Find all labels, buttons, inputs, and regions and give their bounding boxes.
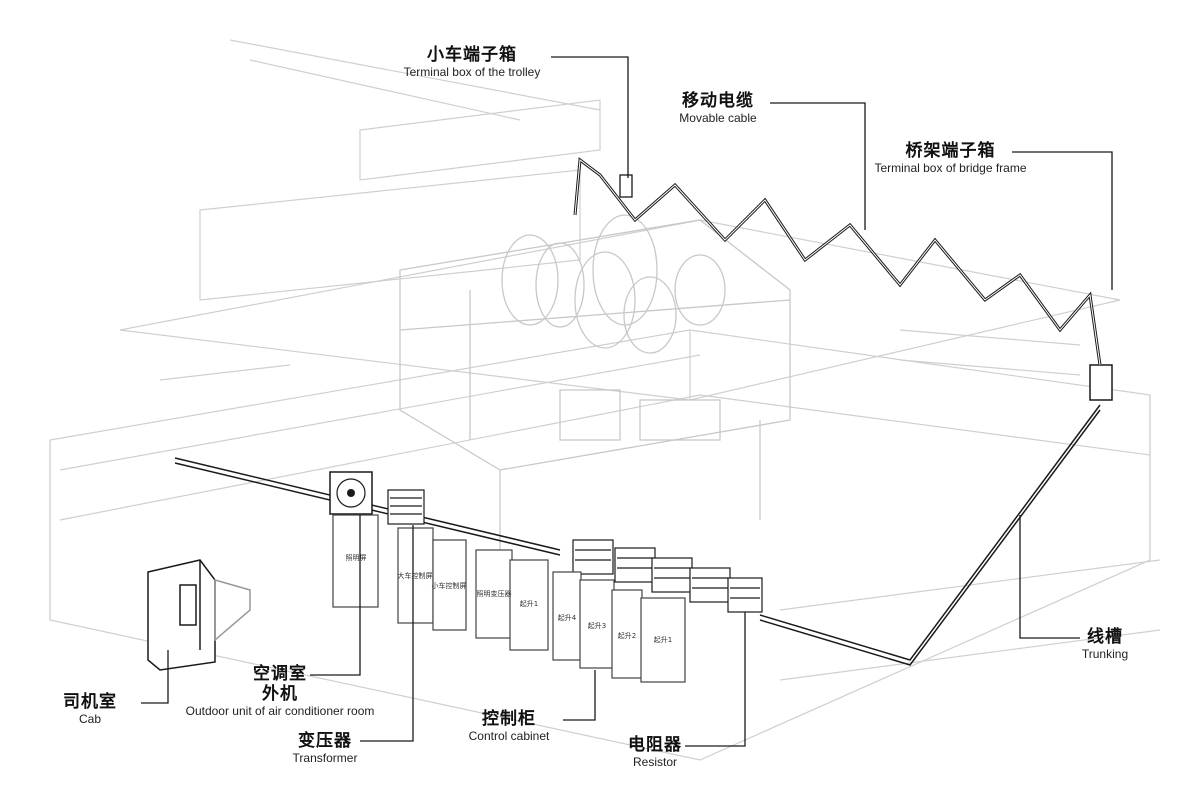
ac-outdoor-unit [329, 471, 373, 515]
label-movable-cable: 移动电缆 Movable cable [668, 91, 768, 126]
cabinet-label-3: 小车控制屏 [432, 581, 467, 590]
bridge-terminal-box [1089, 364, 1113, 401]
label-zh: 电阻器 [628, 735, 682, 755]
resistor-group [572, 539, 763, 613]
label-en: Outdoor unit of air conditioner room [185, 704, 375, 718]
label-control-cabinet: 控制柜 Control cabinet [454, 709, 564, 744]
cabinet-label-8: 起升2 [618, 631, 636, 640]
label-en: Resistor [632, 755, 677, 769]
label-en: Terminal box of bridge frame [874, 161, 1027, 175]
label-bridge-terminal-box: 桥架端子箱 Terminal box of bridge frame [868, 141, 1033, 176]
label-zh: 空调室 [253, 664, 307, 684]
label-zh-2: 外机 [262, 684, 298, 704]
label-resistor: 电阻器 Resistor [615, 735, 695, 770]
trolley-terminal-box [619, 174, 633, 198]
cabinet-label-1: 照明屏 [346, 554, 367, 562]
cabinet-label-5: 起升1 [520, 599, 538, 608]
cabinets [332, 514, 686, 683]
cabinet-label-4: 照明变压器 [477, 589, 512, 598]
label-en: Trunking [1081, 647, 1129, 661]
label-zh: 变压器 [298, 731, 352, 751]
label-zh: 司机室 [63, 692, 117, 712]
label-en: Movable cable [679, 111, 757, 125]
label-en: Control cabinet [468, 729, 550, 743]
trolley-machinery [399, 214, 791, 560]
cabinet-label-7: 起升3 [588, 621, 606, 630]
label-en: Cab [78, 712, 101, 726]
leader-lines [141, 56, 1113, 747]
label-trolley-terminal-box: 小车端子箱 Terminal box of the trolley [392, 45, 552, 80]
label-en: Transformer [292, 751, 358, 765]
cabinet-label-2: 大车控制屏 [398, 571, 433, 580]
cabinet-label-6: 起升4 [558, 613, 577, 622]
label-zh: 控制柜 [482, 709, 536, 729]
label-zh: 移动电缆 [682, 91, 754, 111]
label-en: Terminal box of the trolley [403, 65, 541, 79]
cabinet-label-9: 起升1 [654, 635, 672, 644]
label-cab: 司机室 Cab [40, 692, 140, 727]
label-trunking: 线槽 Trunking [1070, 627, 1140, 662]
movable-cable [573, 157, 1102, 366]
label-zh: 线槽 [1087, 627, 1123, 647]
label-zh: 小车端子箱 [427, 45, 517, 65]
label-ac-outdoor-unit: 空调室 外机 Outdoor unit of air conditioner r… [165, 664, 395, 719]
cab [147, 559, 251, 671]
transformer [387, 489, 425, 525]
label-zh: 桥架端子箱 [905, 141, 996, 161]
label-transformer: 变压器 Transformer [280, 731, 370, 766]
